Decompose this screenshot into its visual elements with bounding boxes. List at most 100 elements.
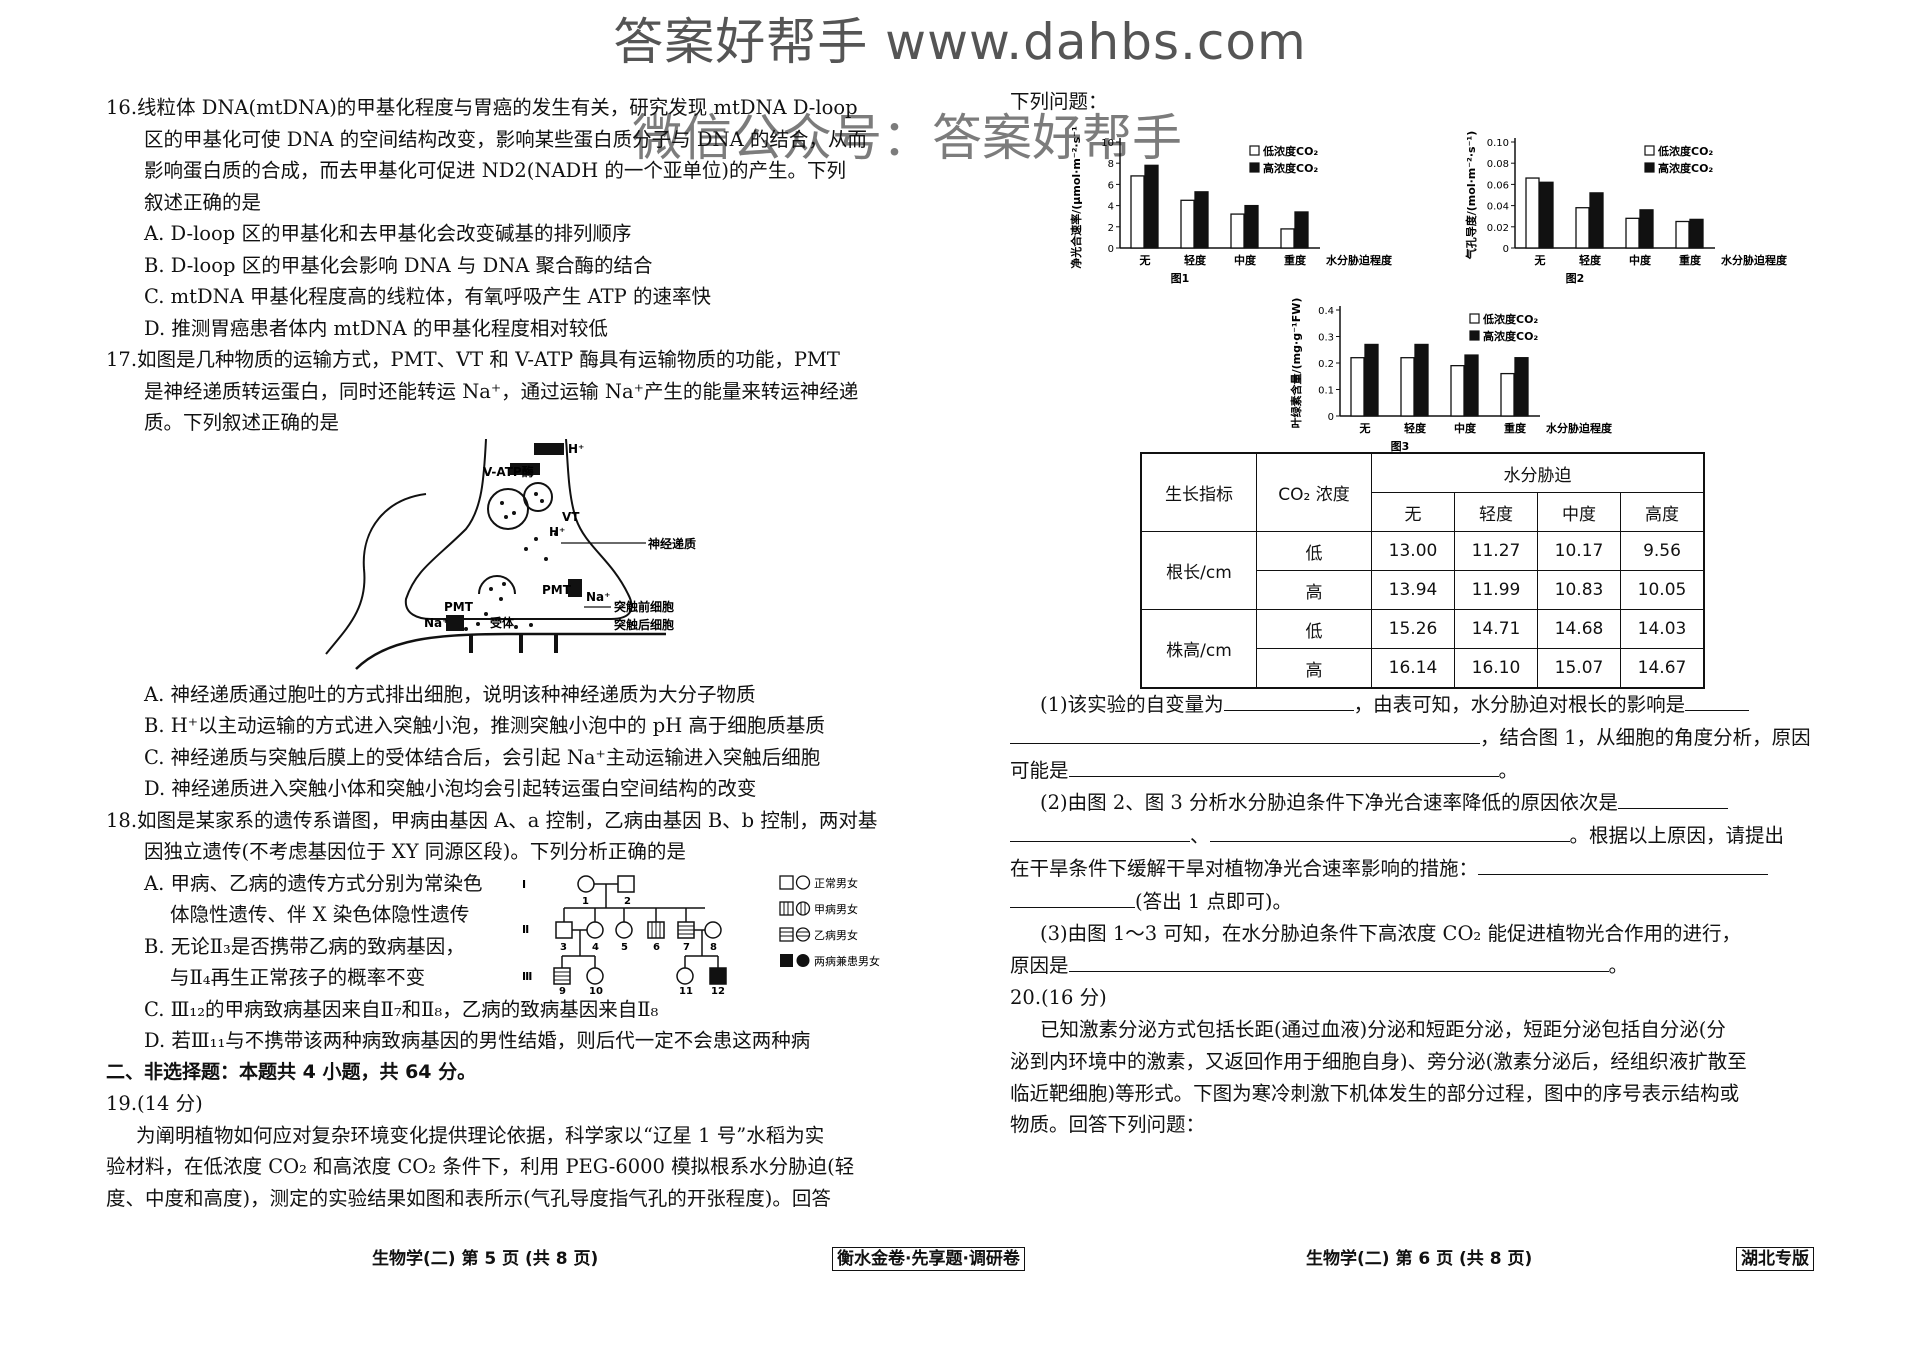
chart-category-label: 中度 <box>1629 253 1652 267</box>
footer-center-wrap: 衡水金卷·先享题·调研卷 <box>832 1244 1025 1271</box>
chart-bar <box>1400 357 1415 417</box>
q18-line: 因独立遗传(不考虑基因位于 XY 同源区段)。下列分析正确的是 <box>144 840 686 863</box>
table-cell-co2: 高 <box>1256 570 1372 610</box>
chart-bar <box>1414 343 1429 417</box>
chart-xlabel: 水分胁迫程度 <box>1546 421 1613 435</box>
footer-page-left: 生物学(二) 第 5 页 (共 8 页) <box>372 1249 599 1269</box>
chart-bar <box>1500 372 1515 417</box>
table-cell: 16.14 <box>1371 648 1455 689</box>
chart-category-label: 无 <box>1534 254 1546 267</box>
q17-line: 是神经递质转运蛋白，同时还能转运 Na⁺，通过运输 Na⁺产生的能量来转运神经递 <box>144 379 859 403</box>
q19-2-text: (2)由图 2、图 3 分析水分胁迫条件下净光合速率降低的原因依次是 <box>1040 791 1619 815</box>
q19-3-text: 原因是 <box>1010 954 1069 978</box>
postsynaptic-membrane <box>355 632 666 670</box>
chart-bar <box>1625 217 1640 249</box>
table-cell: 13.00 <box>1371 531 1455 571</box>
q19-head: 19.(14 分) <box>106 1092 203 1115</box>
answer-blank <box>1223 688 1354 711</box>
chart-ytick-label: 0.1 <box>1318 386 1334 397</box>
table-cell: 11.99 <box>1454 570 1538 610</box>
chart-ytick-label: 0.04 <box>1487 202 1509 213</box>
pedigree-female-8 <box>704 920 722 939</box>
individual-number: 10 <box>589 986 603 994</box>
chart-title: 图3 <box>1391 440 1410 453</box>
table-cell: 10.83 <box>1537 570 1621 610</box>
chart-xlabel: 水分胁迫程度 <box>1326 253 1393 267</box>
chart-category-label: 轻度 <box>1579 253 1602 267</box>
vatp-pump <box>510 462 540 475</box>
pedigree-male-12-both <box>709 966 727 985</box>
left-column: 16.线粒体 DNA(mtDNA)的甲基化程度与胃癌的发生有关，研究发现 mtD… <box>106 92 916 1214</box>
table-cell: 11.27 <box>1454 531 1538 571</box>
chart-bar <box>1364 343 1379 417</box>
q16-option-a: A. D-loop 区的甲基化和去甲基化会改变碱基的排列顺序 <box>144 222 632 245</box>
vatp-pump <box>534 442 564 455</box>
q19-intro-cont: 下列问题： <box>1010 90 1108 113</box>
table-cell: 14.03 <box>1620 609 1705 649</box>
chart-fig2: 气孔导度/(mol·m⁻²·s⁻¹)00.020.040.060.080.10无… <box>1464 131 1788 285</box>
growth-table-wrap: 生长指标 CO₂ 浓度 水分胁迫 无 轻度 中度 高度 根长/cm 低 13.0… <box>1140 452 1705 689</box>
chart-ytick-label: 10 <box>1101 138 1114 149</box>
fusing-vesicle <box>478 574 516 594</box>
pedigree-female-10 <box>586 966 604 985</box>
chart-ylabel: 叶绿素含量/(mg·g⁻¹FW) <box>1289 298 1303 429</box>
chart-fig1: 净光合速率/(μmol·m⁻²·s⁻¹)0246810无轻度中度重度水分胁迫程度… <box>1069 126 1393 285</box>
individual-number: 5 <box>621 942 628 953</box>
q19-3-cont: 原因是。 <box>1010 949 1830 982</box>
chart-ytick-label: 0 <box>1503 244 1509 255</box>
chart-ytick-label: 0.08 <box>1487 159 1509 170</box>
q20-line: 物质。回答下列问题： <box>1010 1113 1206 1137</box>
individual-number: 11 <box>679 986 693 994</box>
q18-option-d: D. 若Ⅲ₁₁与不携带该两种病致病基因的男性结婚，则后代一定不会患这两种病 <box>144 1029 811 1052</box>
answer-blank <box>1010 721 1480 744</box>
table-cell: 15.26 <box>1371 609 1455 649</box>
answer-blank <box>1478 852 1769 875</box>
q17-line: 17.如图是几种物质的运输方式，PMT、VT 和 V-ATP 酶具有运输物质的功… <box>106 348 840 371</box>
q16-line: 叙述正确的是 <box>144 190 262 214</box>
table-cell: 10.17 <box>1537 531 1621 571</box>
legend-yi: 乙病男女 <box>814 928 858 942</box>
chart-bar <box>1539 181 1554 249</box>
individual-number: 1 <box>582 896 589 907</box>
th-index: 生长指标 <box>1140 452 1257 532</box>
label-pmt-2: PMT <box>542 583 572 597</box>
q18-option-b: B. 无论Ⅱ₃是否携带乙病的致病基因， <box>144 934 465 958</box>
chart-legend-swatch <box>1249 145 1260 156</box>
label-presynaptic: 突触前细胞 <box>614 599 674 614</box>
chart-legend-label: 高浓度CO₂ <box>1483 329 1538 343</box>
chart-bar <box>1180 199 1195 249</box>
q17-line: 质。下列叙述正确的是 <box>144 411 340 434</box>
q19-line: 验材料，在低浓度 CO₂ 和高浓度 CO₂ 条件下，利用 PEG-6000 模拟… <box>106 1155 855 1178</box>
neurotransmitter-dots <box>464 491 558 631</box>
table-cell: 9.56 <box>1620 531 1705 571</box>
chart-category-label: 重度 <box>1504 421 1527 435</box>
q19-2-cont: (答出 1 点即可)。 <box>1010 885 1830 918</box>
pedigree-chart: Ⅰ Ⅱ Ⅲ <box>522 874 880 994</box>
q19-2-cont: 、。根据以上原因，请提出 <box>1010 819 1830 852</box>
q19-2-text: 、 <box>1190 824 1210 848</box>
watermark-top: 答案好帮手 www.dahbs.com <box>613 13 1307 71</box>
table-cell-index: 株高/cm <box>1140 609 1257 689</box>
chart-category-label: 无 <box>1359 422 1371 435</box>
chart-bar <box>1450 365 1465 417</box>
chart-category-label: 中度 <box>1234 253 1257 267</box>
chart-fig3: 叶绿素含量/(mg·g⁻¹FW)00.10.20.30.4无轻度中度重度水分胁迫… <box>1289 298 1613 453</box>
chart-ytick-label: 0.06 <box>1487 180 1509 191</box>
receptors <box>469 634 558 653</box>
chart-ytick-label: 0.2 <box>1318 359 1334 370</box>
table-cell: 14.71 <box>1454 609 1538 649</box>
chart-bar <box>1514 357 1529 417</box>
pedigree-male-9-yi <box>553 966 571 985</box>
q19-2: (2)由图 2、图 3 分析水分胁迫条件下净光合速率降低的原因依次是 <box>1010 786 1830 819</box>
generation-label: Ⅰ <box>522 878 526 891</box>
q19-1-text: 可能是 <box>1010 758 1069 782</box>
q19-1-cont: 可能是。 <box>1010 754 1830 787</box>
q19-1-text: ，由表可知，水分胁迫对根长的影响是 <box>1353 693 1686 716</box>
chart-legend-label: 高浓度CO₂ <box>1658 161 1713 175</box>
individual-number: 8 <box>710 942 717 953</box>
chart-ytick-label: 0.4 <box>1318 306 1334 317</box>
individual-number: 12 <box>711 986 725 994</box>
q19-2-cont: 在干旱条件下缓解干旱对植物净光合速率影响的措施： <box>1010 852 1830 885</box>
q16-option-c: C. mtDNA 甲基化程度高的线粒体，有氧呼吸产生 ATP 的速率快 <box>144 285 711 308</box>
th-level: 无 <box>1371 492 1455 532</box>
